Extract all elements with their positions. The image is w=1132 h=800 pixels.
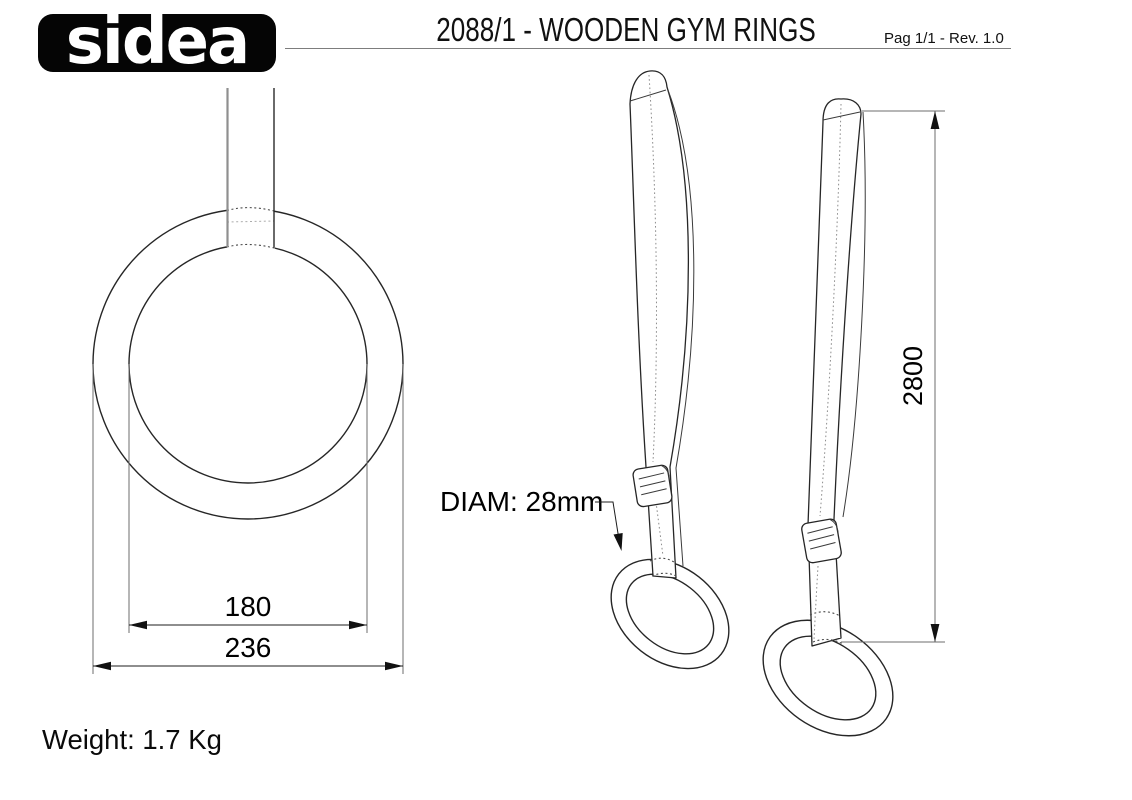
- strap-cap-crease: [822, 111, 861, 121]
- strap-stitch-line: [648, 74, 657, 463]
- leader-line: [595, 501, 621, 547]
- buckle-body: [632, 464, 673, 508]
- arrowhead-up: [930, 111, 940, 129]
- hidden-edge-inner-top: [226, 243, 275, 249]
- perspective-view-ring-right: 2800: [762, 98, 945, 737]
- page-title: 2088/1 - WOODEN GYM RINGS: [436, 11, 816, 48]
- strap-body: [629, 70, 690, 579]
- rod-diameter-callout: DIAM: 28mm: [440, 486, 623, 551]
- ring-inner-edge: [779, 635, 877, 721]
- buckle-slot: [639, 480, 666, 488]
- arrowhead-left: [129, 620, 147, 630]
- arrowhead-right: [385, 661, 403, 671]
- strap-stitch-line: [813, 565, 819, 641]
- hidden-ring-edge: [809, 611, 841, 617]
- buckle-slot: [638, 472, 665, 480]
- perspective-view-ring-left: [610, 70, 730, 670]
- hidden-ring-edge: [651, 572, 679, 578]
- page-revision-info: Pag 1/1 - Rev. 1.0: [884, 30, 1004, 47]
- ring-left: [610, 558, 730, 670]
- strap-stitch-line: [819, 103, 842, 517]
- strap-length-value: 2800: [898, 346, 928, 406]
- dimension-strap-length: 2800: [841, 110, 945, 643]
- strap-side-edge: [842, 111, 866, 518]
- strap-body: [807, 98, 862, 647]
- leader-arrowhead: [613, 533, 623, 551]
- weight-label: Weight: 1.7 Kg: [42, 724, 222, 755]
- buckle-slot: [808, 534, 835, 542]
- strap-cap-crease: [629, 89, 667, 102]
- strap-overlap-mask: [227, 198, 275, 251]
- strap-buckle-right: [801, 518, 842, 564]
- arrowhead-down: [930, 624, 940, 642]
- buckle-slot: [810, 542, 836, 550]
- buckle-slot: [807, 526, 833, 534]
- outer-diameter-value: 236: [225, 632, 272, 663]
- buckle-slot: [641, 488, 667, 496]
- sidea-logo-text: sidea: [65, 5, 250, 79]
- buckle-side: [829, 518, 839, 535]
- hidden-edge-strap-wrap: [226, 220, 275, 223]
- rod-diameter-label: DIAM: 28mm: [440, 486, 603, 517]
- ring-right: [762, 619, 894, 737]
- header-divider: [285, 48, 1011, 49]
- ring-outer-edge: [610, 558, 730, 670]
- ring-inner-circle: [128, 244, 368, 484]
- ring-outer-circle: [92, 208, 404, 520]
- hidden-edge-outer-top: [226, 207, 275, 212]
- sidea-logo: sidea: [38, 10, 276, 74]
- front-view-ring: 180 236: [92, 88, 404, 674]
- dimension-outer-diameter: 236: [93, 632, 403, 671]
- strap-side-edge: [667, 89, 695, 567]
- dimension-inner-diameter: 180: [129, 591, 367, 630]
- arrowhead-left: [93, 661, 111, 671]
- strap-stitch-line: [655, 501, 664, 557]
- inner-diameter-value: 180: [225, 591, 272, 622]
- hidden-ring-edge: [812, 638, 844, 645]
- buckle-side: [660, 464, 670, 481]
- arrowhead-right: [349, 620, 367, 630]
- ring-outer-edge: [762, 619, 894, 737]
- strap-buckle-left: [632, 464, 673, 508]
- buckle-body: [801, 518, 842, 564]
- ring-inner-edge: [625, 573, 715, 655]
